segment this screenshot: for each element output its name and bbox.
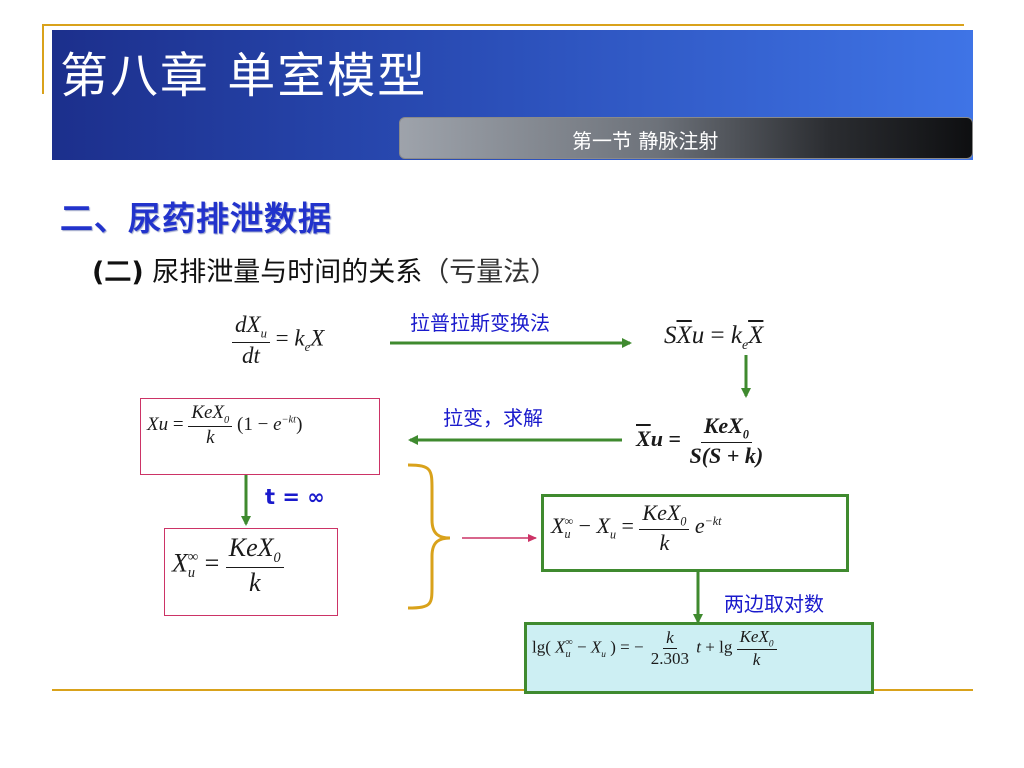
section-label: 第一节 静脉注射 <box>572 129 719 153</box>
laplace-label: 拉普拉斯变换法 <box>410 311 550 335</box>
equation-laplace: SXu = keX <box>664 322 764 352</box>
sub-heading-method: （亏量法） <box>422 257 558 288</box>
bottom-rule <box>52 689 973 691</box>
section-heading: 二、尿药排泄数据 <box>60 199 332 238</box>
sub-heading: (二) 尿排泄量与时间的关系（亏量法） <box>92 250 557 289</box>
solution-box <box>140 398 380 475</box>
log-both-sides-label: 两边取对数 <box>724 592 824 616</box>
top-rule <box>42 24 964 26</box>
left-rule <box>42 24 44 94</box>
limit-box <box>164 528 338 616</box>
sub-heading-prefix: (二) <box>92 257 144 288</box>
deficit-box <box>541 494 849 572</box>
sub-heading-main: 尿排泄量与时间的关系 <box>143 257 423 288</box>
slide-title: 第八章 单室模型 <box>60 48 428 104</box>
curly-brace <box>407 463 451 610</box>
inverse-label: 拉变，求解 <box>443 406 543 430</box>
log-box <box>524 622 874 694</box>
t-infinity-label: t = ∞ <box>265 485 325 509</box>
section-bar <box>399 117 973 159</box>
